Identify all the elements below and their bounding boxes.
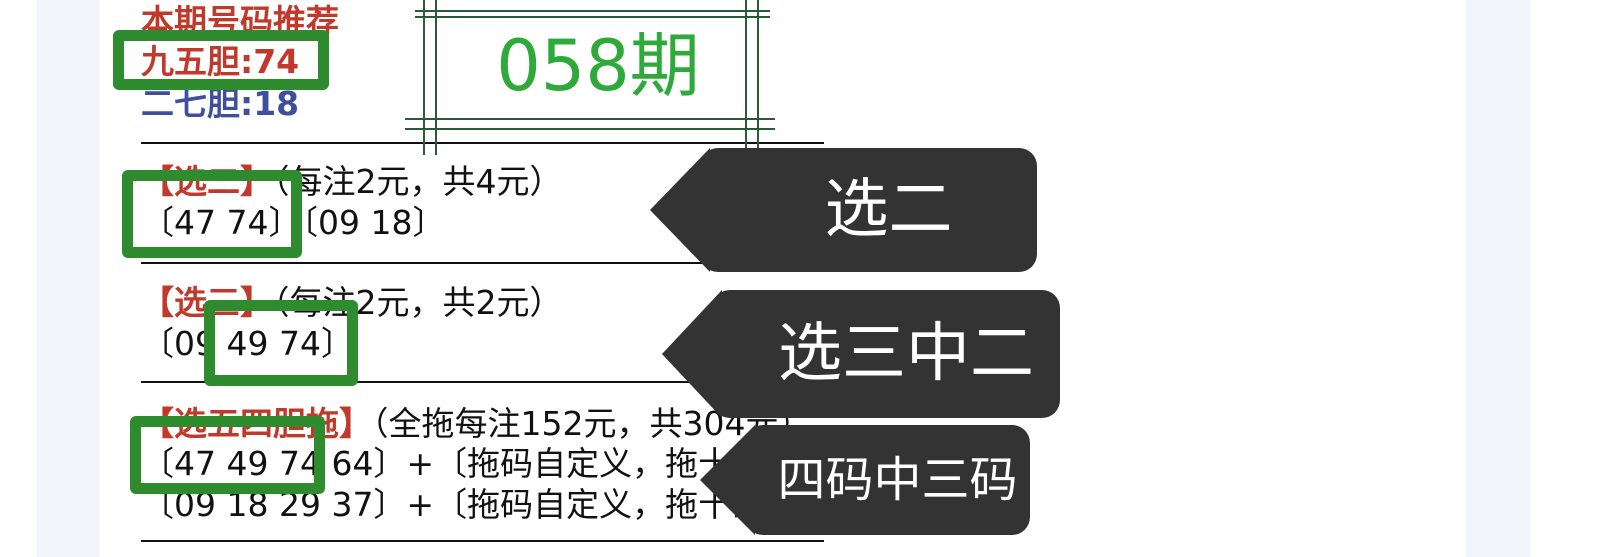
section-pick-two-header: 【选二】（每注2元，共4元） <box>141 162 563 202</box>
nine-five-banker: 九五胆:74 <box>141 42 300 81</box>
separator <box>141 381 824 383</box>
highlight-box-pick-two <box>122 170 302 258</box>
tag-four-hit-three: 四码中三码 <box>745 425 1030 535</box>
separator <box>141 262 824 264</box>
highlight-box-pick-five <box>130 416 325 494</box>
issue-frame <box>405 0 775 170</box>
tag-pick-two: 选二 <box>700 148 1037 272</box>
section-title: 【选二】 <box>141 162 273 201</box>
issue-number: 058期 <box>496 25 700 107</box>
highlight-box-pick-three <box>204 300 358 386</box>
tag-pick-three-hit-two: 选三中二 <box>712 290 1060 418</box>
left-margin <box>37 0 99 557</box>
right-margin <box>1466 0 1530 557</box>
separator <box>141 142 824 144</box>
separator <box>141 540 824 542</box>
highlight-box-banker <box>113 30 329 90</box>
section-pick-three-numbers: 〔09 49 74〕 <box>141 324 354 363</box>
section-note: （每注2元，共4元） <box>273 162 563 201</box>
two-seven-banker: 二七胆:18 <box>141 84 300 123</box>
